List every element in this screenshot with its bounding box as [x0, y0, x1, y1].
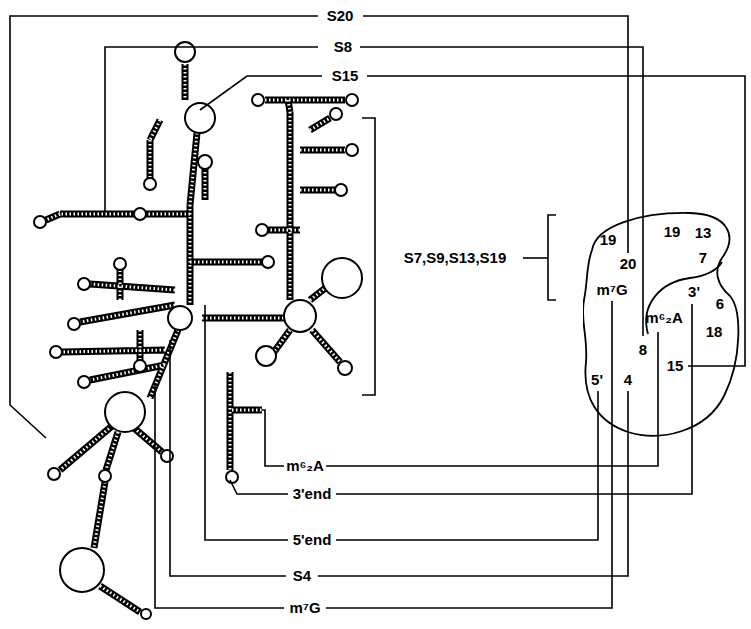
site-number: 7: [699, 250, 707, 267]
site-label: S15: [330, 68, 361, 85]
site-number: 5': [591, 372, 603, 389]
site-label: S4: [291, 568, 313, 585]
site-number: 19: [664, 224, 681, 241]
site-label: S20: [325, 8, 356, 25]
site-number: 4: [624, 372, 632, 389]
site-number: m⁶₂A: [645, 310, 683, 327]
site-label: m⁷G: [287, 600, 322, 617]
site-number: 15: [667, 358, 684, 375]
site-label: m⁶₂A: [284, 458, 326, 475]
protein-group-label: S7,S9,S13,S19: [402, 250, 509, 267]
site-number: 19: [600, 232, 617, 249]
site-number: m⁷G: [596, 282, 627, 299]
site-number: 8: [639, 342, 647, 359]
site-number: 13: [695, 225, 712, 242]
site-number: 6: [716, 296, 724, 313]
outline-path: [583, 213, 738, 436]
site-label: S8: [332, 39, 354, 56]
subunit-outline: 192019137m⁷Gm⁶₂A3'6188155'4: [583, 208, 743, 448]
site-number: 18: [706, 324, 723, 341]
site-label: 3'end: [291, 486, 334, 503]
site-label: 5'end: [291, 532, 334, 549]
site-number: 20: [620, 256, 637, 273]
site-number: 3': [688, 284, 700, 301]
